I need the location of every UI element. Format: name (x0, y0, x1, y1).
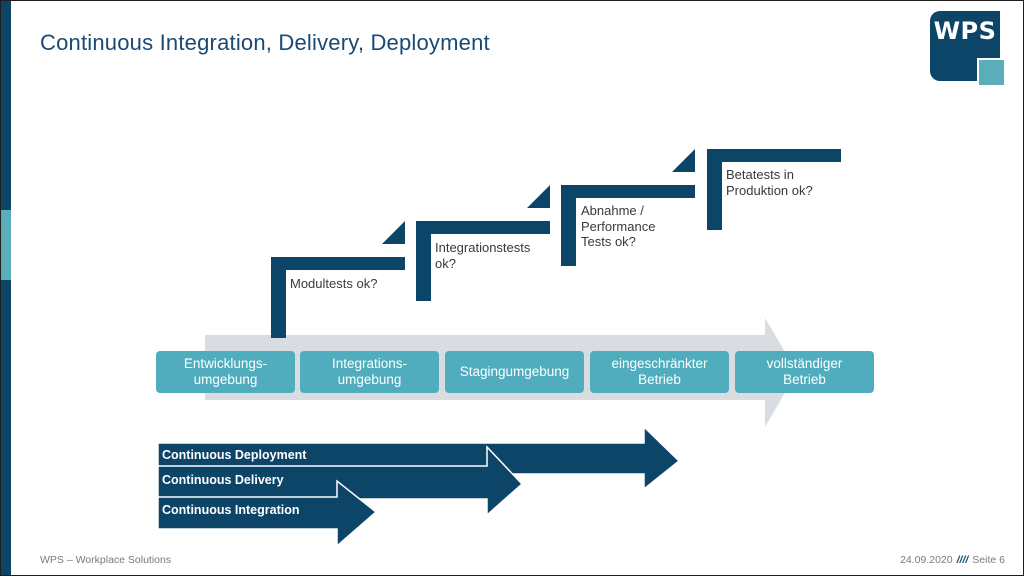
step-bracket-4 (707, 149, 841, 230)
wps-logo: WPS (930, 11, 1004, 85)
continuous-integration-arrow (157, 479, 378, 548)
stage-eingeschraenkter-betrieb: eingeschränkter Betrieb (590, 351, 729, 393)
left-accent-bar (0, 0, 11, 576)
footer-company: WPS – Workplace Solutions (40, 554, 172, 566)
stage-vollstaendiger-betrieb: vollständiger Betrieb (735, 351, 874, 393)
step-bracket-3 (561, 149, 695, 266)
stage-stagingumgebung: Stagingumgebung (445, 351, 584, 393)
footer-separator: //// (956, 554, 969, 566)
left-accent-highlight (0, 210, 11, 280)
stage-integrationsumgebung: Integrations- umgebung (300, 351, 439, 393)
step-label-modultests: Modultests ok? (290, 276, 378, 291)
step-label-betatests: Betatests in Produktion ok? (726, 167, 813, 198)
step-label-abnahme: Abnahme / Performance Tests ok? (581, 203, 656, 249)
footer-date: 24.09.2020 (900, 554, 953, 566)
label-continuous-deployment: Continuous Deployment (162, 448, 307, 462)
slide-title: Continuous Integration, Delivery, Deploy… (40, 30, 490, 55)
label-continuous-integration: Continuous Integration (162, 503, 300, 517)
label-continuous-delivery: Continuous Delivery (162, 473, 284, 487)
step-bracket-1 (271, 221, 405, 338)
stage-entwicklungsumgebung: Entwicklungs- umgebung (156, 351, 295, 393)
step-label-integrationstests: Integrationstests ok? (435, 240, 531, 271)
footer-page-number: Seite 6 (972, 554, 1005, 566)
footer-page-info: 24.09.2020////Seite 6 (900, 554, 1005, 566)
step-bracket-2 (416, 185, 550, 301)
